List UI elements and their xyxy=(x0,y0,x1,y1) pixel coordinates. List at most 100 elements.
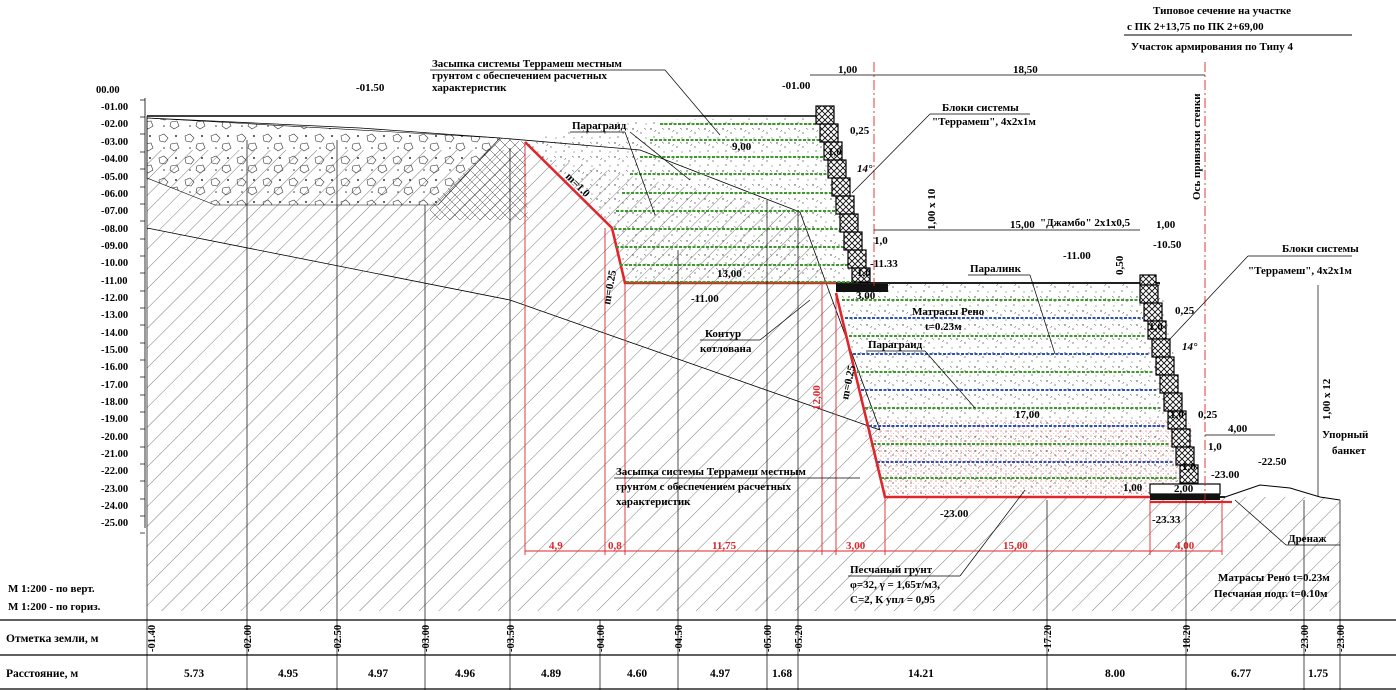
y-label: -05.00 xyxy=(101,172,128,183)
stop-bank-label: банкет xyxy=(1332,445,1366,457)
dim: -23.33 xyxy=(1152,514,1181,526)
annotations: Засыпка системы Террамеш местным грунтом… xyxy=(430,58,1369,606)
table-row-label-distance: Расстояние, м xyxy=(6,668,78,680)
y-label: -21.00 xyxy=(101,449,128,460)
paragrid-label: Параграид xyxy=(868,339,923,351)
dim: 9,00 xyxy=(732,141,752,153)
terramesh-label: "Террамеш", 4х2х1м xyxy=(1248,265,1352,277)
dim: 17,00 xyxy=(1015,409,1040,421)
table-row-label-elevation: Отметка земли, м xyxy=(6,633,99,645)
stop-bank-label: Упорный xyxy=(1322,429,1369,441)
elevation-value: -05.00 xyxy=(763,625,774,652)
dim: -11.00 xyxy=(1063,250,1091,262)
backfill-label: Засыпка системы Террамеш местным xyxy=(616,466,806,478)
y-label: -25.00 xyxy=(101,518,128,529)
terramesh-blocks-lower xyxy=(1139,274,1199,484)
contour-label: Контур xyxy=(705,328,741,340)
dim: -11.33 xyxy=(870,258,898,270)
elevation-value: -23.00 xyxy=(1336,625,1347,652)
dim: -11.00 xyxy=(691,293,719,305)
dim: 4,00 xyxy=(1175,540,1195,552)
terramesh-label: Блоки системы xyxy=(942,102,1019,114)
reno-mattress-base xyxy=(1150,494,1220,500)
dim: 1,00 xyxy=(838,64,858,76)
backfill-label: грунтом с обеспечением расчетных xyxy=(616,481,792,493)
y-label: -03.00 xyxy=(101,137,128,148)
distance-value: 8.00 xyxy=(1105,668,1125,680)
dimensions: 1,00 18,50 -01.00 -01.50 0,25 1,0 9,00 1… xyxy=(356,64,1333,552)
dim: 11,75 xyxy=(712,540,737,552)
reference-lines xyxy=(524,62,1223,555)
jumbo-label: "Джамбо" 2х1х0,5 xyxy=(1040,217,1131,229)
dim: 4,9 xyxy=(549,540,563,552)
y-label: -14.00 xyxy=(101,328,128,339)
y-label: -01.00 xyxy=(101,102,128,113)
dim: 1,0 xyxy=(1182,461,1196,473)
elevation-value: -03.50 xyxy=(506,625,517,652)
natural-ground-lower xyxy=(147,228,1340,611)
y-label: -20.00 xyxy=(101,432,128,443)
y-label: -12.00 xyxy=(101,293,128,304)
dim: 1,00 x 10 xyxy=(926,188,938,230)
elevation-value: -04.50 xyxy=(674,625,685,652)
sand-label: Песчаный грунт xyxy=(850,564,933,576)
distance-value: 4.97 xyxy=(710,668,730,680)
dim: 12,00 xyxy=(811,385,823,410)
dim: -23.00 xyxy=(1211,469,1240,481)
y-label: -24.00 xyxy=(101,501,128,512)
distance-value: 4.89 xyxy=(541,668,561,680)
backfill-label: характеристик xyxy=(432,82,507,94)
distance-value: 4.97 xyxy=(368,668,388,680)
y-label: -17.00 xyxy=(101,380,128,391)
dim: 4,00 xyxy=(1228,423,1248,435)
drainage-label: Дренаж xyxy=(1288,533,1326,545)
scale-horizontal: М 1:200 - по гориз. xyxy=(8,601,101,613)
terramesh-blocks-upper xyxy=(815,105,871,283)
station-lines xyxy=(146,116,1341,690)
reno-label: Матрасы Рено xyxy=(912,306,985,318)
terramesh-label: Блоки системы xyxy=(1282,243,1359,255)
dim: 3,00 xyxy=(846,540,866,552)
backfill-upper xyxy=(525,118,868,283)
sand-label: С=2, К упл = 0,95 xyxy=(850,594,935,606)
dim: -22.50 xyxy=(1258,456,1287,468)
terramesh-label: "Террамеш", 4х2х1м xyxy=(932,116,1036,128)
distance-value: 6.77 xyxy=(1231,668,1251,680)
y-label: -11.00 xyxy=(101,276,128,287)
distance-value: 1.68 xyxy=(772,668,792,680)
dim: 2,00 xyxy=(1174,483,1194,495)
y-label: 00.00 xyxy=(96,85,120,96)
y-label: -06.00 xyxy=(101,189,128,200)
distance-value: 4.96 xyxy=(455,668,475,680)
sand-lower-zone xyxy=(860,420,1200,495)
title-line-2: с ПК 2+13,75 по ПК 2+69,00 xyxy=(1127,21,1264,33)
distance-value: 1.75 xyxy=(1308,668,1328,680)
dim: 1,0 xyxy=(874,235,888,247)
elevation-values: -01.40 -02.00 -02.50 -03.00 -03.50 -04.0… xyxy=(147,625,1347,652)
y-label: -23.00 xyxy=(101,484,128,495)
y-label: -07.00 xyxy=(101,206,128,217)
y-label: -04.00 xyxy=(101,154,128,165)
y-label: -08.00 xyxy=(101,224,128,235)
y-label: -16.00 xyxy=(101,362,128,373)
crosshatch-wedge xyxy=(430,138,528,220)
distance-value: 4.60 xyxy=(627,668,647,680)
old-ground-line xyxy=(146,117,881,431)
elevation-value: -02.50 xyxy=(333,625,344,652)
data-table: Отметка земли, м Расстояние, м -01.40 -0… xyxy=(0,619,1396,690)
elevation-value: -05.20 xyxy=(794,625,805,652)
y-axis-ticks xyxy=(140,99,145,534)
distance-values: 5.73 4.95 4.97 4.96 4.89 4.60 4.97 1.68 … xyxy=(184,668,1328,680)
dim: 15,00 xyxy=(1010,219,1035,231)
elevation-value: -18.20 xyxy=(1182,625,1193,652)
elevation-value: -03.00 xyxy=(421,625,432,652)
distance-value: 5.73 xyxy=(184,668,204,680)
scale-vertical: М 1:200 - по верт. xyxy=(8,583,95,595)
dim: 1,00 x 12 xyxy=(1321,378,1333,420)
y-label: -19.00 xyxy=(101,414,128,425)
dim: 1,0 xyxy=(1208,441,1222,453)
dim: 1,0 xyxy=(828,146,842,158)
dim: 13,00 xyxy=(717,268,742,280)
y-label: -02.00 xyxy=(101,119,128,130)
